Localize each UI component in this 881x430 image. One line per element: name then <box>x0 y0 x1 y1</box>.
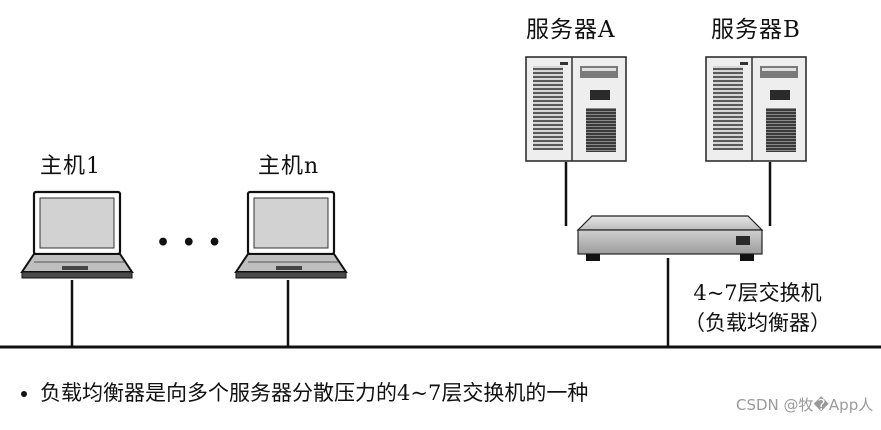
server-a-label: 服务器A <box>526 17 616 43</box>
server-b-icon <box>705 56 807 162</box>
caption-bullet-icon <box>21 391 27 397</box>
switch-icon <box>576 215 764 261</box>
server-b-label: 服务器B <box>711 17 801 43</box>
server-a-icon <box>525 56 627 162</box>
laptop-hostn-icon <box>234 190 348 279</box>
more-hosts-ellipsis: • • • <box>156 230 224 256</box>
laptop-host1-icon <box>20 190 134 279</box>
switch-label-line1: 4~7层交换机 <box>693 281 822 305</box>
caption-text: 负载均衡器是向多个服务器分散压力的4~7层交换机的一种 <box>40 381 589 405</box>
watermark: CSDN @牧�App人 <box>736 396 874 414</box>
host1-label: 主机1 <box>40 154 101 179</box>
hostn-label: 主机n <box>258 154 320 179</box>
switch-label-line2: （负载均衡器） <box>684 311 831 335</box>
switch-label: 4~7层交换机 （负载均衡器） <box>684 278 831 338</box>
